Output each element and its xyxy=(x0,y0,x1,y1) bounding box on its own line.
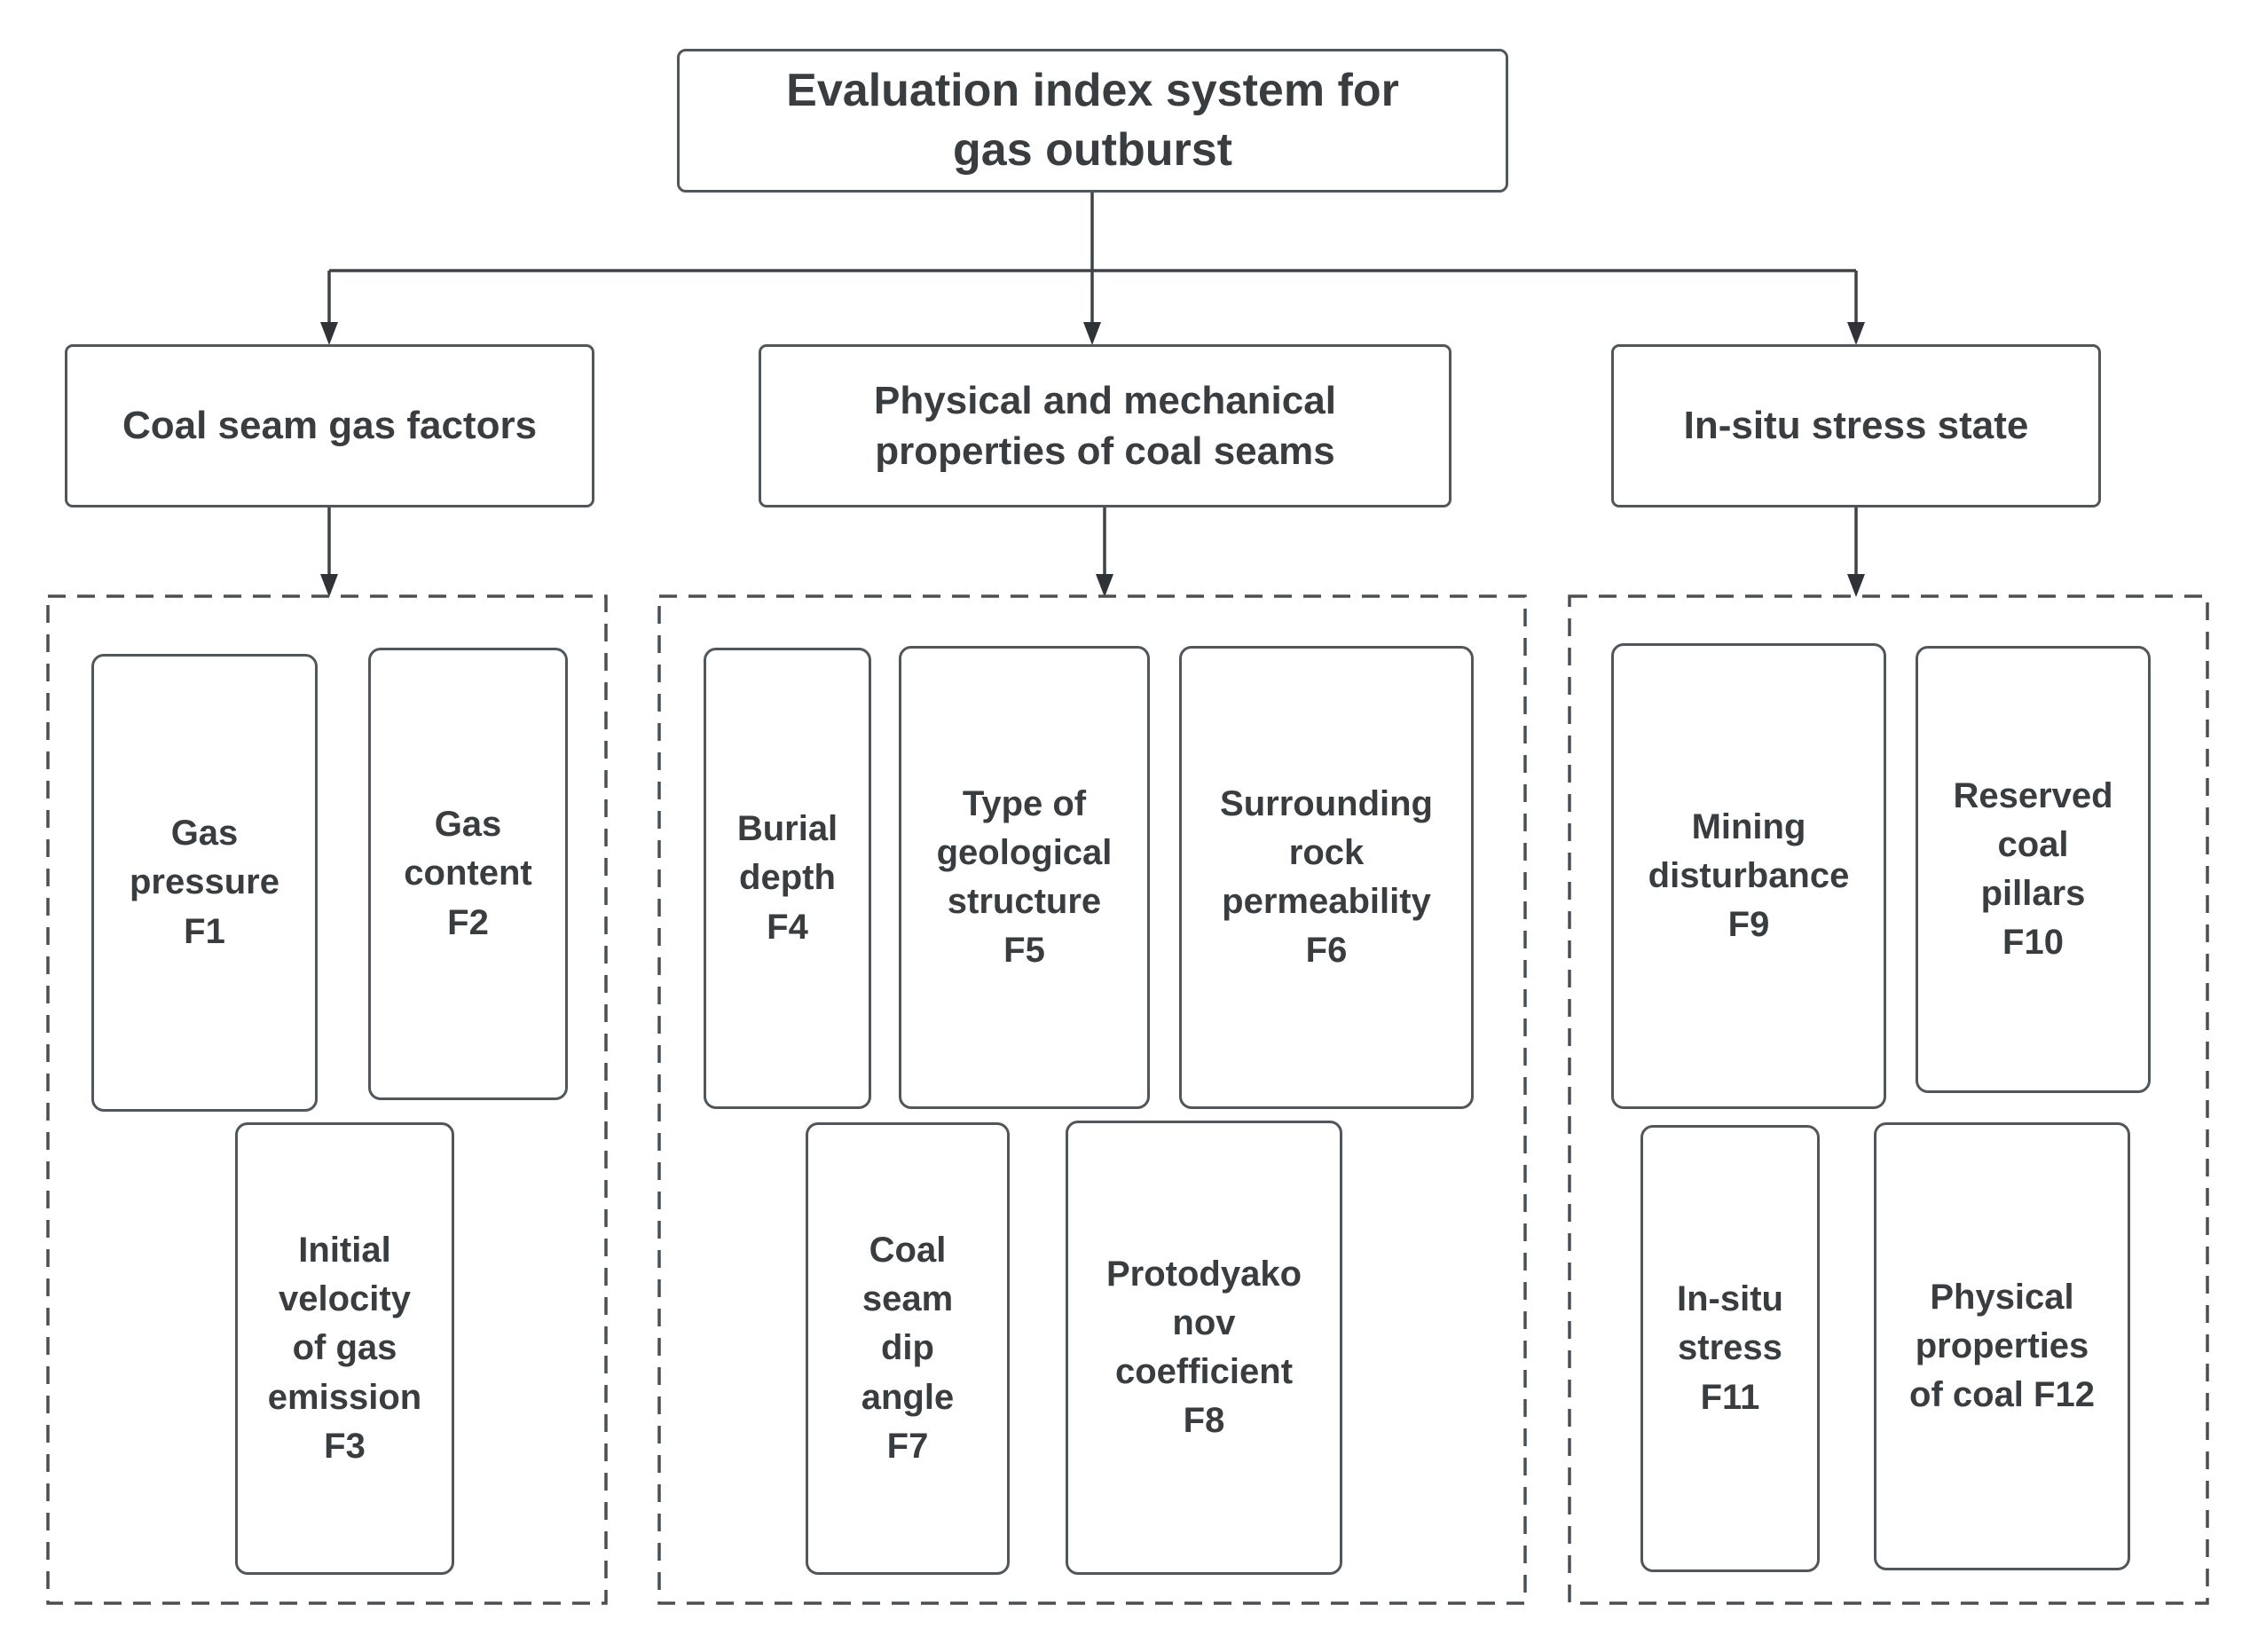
arrowhead-icon xyxy=(1847,322,1865,345)
factor-label: Protodyako nov coefficient F8 xyxy=(1105,1254,1302,1441)
arrowhead-icon xyxy=(1847,574,1865,597)
factor-label: Reserved coal pillars F10 xyxy=(1953,775,2113,963)
arrowhead-icon xyxy=(320,574,338,597)
factor-label: Gas pressure F1 xyxy=(130,814,279,951)
branch-label: Coal seam gas factors xyxy=(122,404,538,448)
factor-node-f7: Coal seam dip angle F7 xyxy=(806,1122,1010,1575)
factor-node-f3: Initial velocity of gas emission F3 xyxy=(235,1122,454,1575)
branch-label: Physical and mechanical properties of co… xyxy=(874,378,1336,473)
group-in-situ-stress-state: Mining disturbance F9 Reserved coal pill… xyxy=(1569,596,2207,1603)
factor-node-f5: Type of geological structure F5 xyxy=(899,646,1150,1109)
factor-label: Initial velocity of gas emission F3 xyxy=(267,1231,422,1466)
branch-node-in-situ-stress-state: In-situ stress state xyxy=(1611,344,2101,507)
branch-node-coal-seam-gas-factors: Coal seam gas factors xyxy=(65,344,594,507)
factor-label: Surrounding rock permeability F6 xyxy=(1220,783,1433,971)
factor-label: Coal seam dip angle F7 xyxy=(861,1231,955,1466)
factor-node-f2: Gas content F2 xyxy=(368,648,568,1100)
factor-label: Type of geological structure F5 xyxy=(936,783,1113,971)
factor-label: Mining disturbance F9 xyxy=(1648,806,1850,945)
factor-label: Physical properties of coal F12 xyxy=(1909,1277,2095,1415)
factor-node-f12: Physical properties of coal F12 xyxy=(1874,1122,2130,1570)
factor-node-f10: Reserved coal pillars F10 xyxy=(1916,646,2151,1093)
factor-label: Gas content F2 xyxy=(404,805,532,942)
arrowhead-icon xyxy=(320,322,338,345)
factor-label: In-situ stress F11 xyxy=(1677,1279,1783,1417)
factor-node-f4: Burial depth F4 xyxy=(704,648,871,1109)
arrowhead-icon xyxy=(1083,322,1101,345)
factor-label: Burial depth F4 xyxy=(736,809,838,947)
group-coal-seam-gas-factors: Gas pressure F1 Gas content F2 Initial v… xyxy=(48,596,606,1603)
factor-node-f6: Surrounding rock permeability F6 xyxy=(1179,646,1474,1109)
factor-node-f8: Protodyako nov coefficient F8 xyxy=(1066,1121,1342,1575)
group-physical-mechanical-properties: Burial depth F4 Type of geological struc… xyxy=(659,596,1525,1603)
left-group-dashed-border xyxy=(46,594,608,1605)
branch-node-physical-mechanical-properties: Physical and mechanical properties of co… xyxy=(759,344,1451,507)
factor-node-f9: Mining disturbance F9 xyxy=(1611,643,1886,1109)
branch-label: In-situ stress state xyxy=(1683,404,2029,448)
factor-node-f1: Gas pressure F1 xyxy=(91,654,318,1112)
right-group-dashed-border xyxy=(1568,594,2209,1605)
title-label: Evaluation index system for gas outburst xyxy=(786,65,1399,176)
arrowhead-icon xyxy=(1096,574,1113,597)
title-node: Evaluation index system for gas outburst xyxy=(677,49,1508,193)
factor-node-f11: In-situ stress F11 xyxy=(1640,1125,1820,1572)
